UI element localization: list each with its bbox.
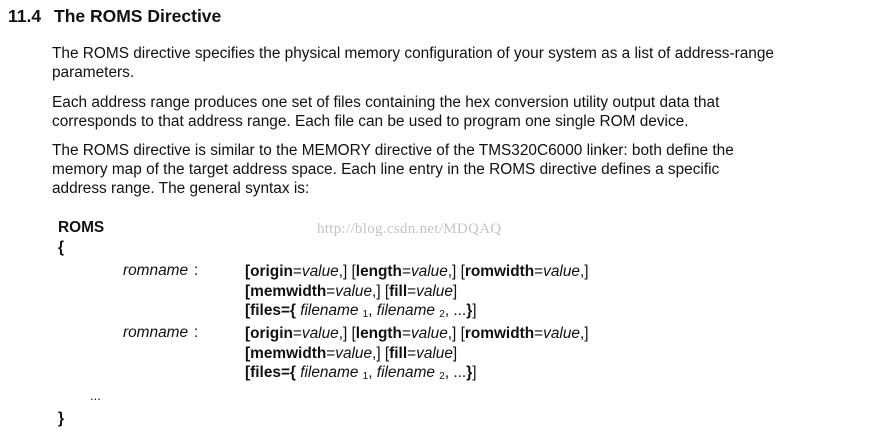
syntax-ellipsis: ... [90,388,101,403]
syntax-close-brace: } [58,410,64,427]
paragraph-line: Each address range produces one set of f… [52,94,720,111]
params-line-1: [origin=value,] [length=value,] [romwidt… [245,263,589,280]
paragraph-address-range: Each address range produces one set of f… [52,93,868,131]
paragraph-memory-directive: The ROMS directive is similar to the MEM… [52,141,868,198]
watermark-url: http://blog.csdn.net/MDQAQ [317,221,502,237]
rom-parameters: [origin=value,] [length=value,] [romwidt… [245,324,589,383]
romname-label: romname: [123,262,199,279]
params-line-3: [files={ filename 1, filename 2, ...}] [245,302,477,320]
params-line-1: [origin=value,] [length=value,] [romwidt… [245,325,589,342]
paragraph-line: address range. The general syntax is: [52,180,310,197]
syntax-keyword: ROMS [58,219,105,236]
paragraph-intro: The ROMS directive specifies the physica… [52,44,868,82]
params-line-2: [memwidth=value,] [fill=value] [245,282,458,300]
paragraph-line: The ROMS directive specifies the physica… [52,45,774,62]
syntax-open-brace: { [58,239,64,256]
paragraph-line: memory map of the target address space. … [52,161,720,178]
section-title: The ROMS Directive [54,6,222,26]
params-line-3: [files={ filename 1, filename 2, ...}] [245,364,477,382]
section-number: 11.4 [8,6,42,26]
paragraph-line: corresponds to that address range. Each … [52,113,689,130]
romname-label: romname: [123,324,199,341]
params-line-2: [memwidth=value,] [fill=value] [245,344,458,362]
rom-parameters: [origin=value,] [length=value,] [romwidt… [245,262,589,321]
section-heading: 11.4 The ROMS Directive [8,6,221,27]
paragraph-line: parameters. [52,64,135,81]
paragraph-line: The ROMS directive is similar to the MEM… [52,142,734,159]
